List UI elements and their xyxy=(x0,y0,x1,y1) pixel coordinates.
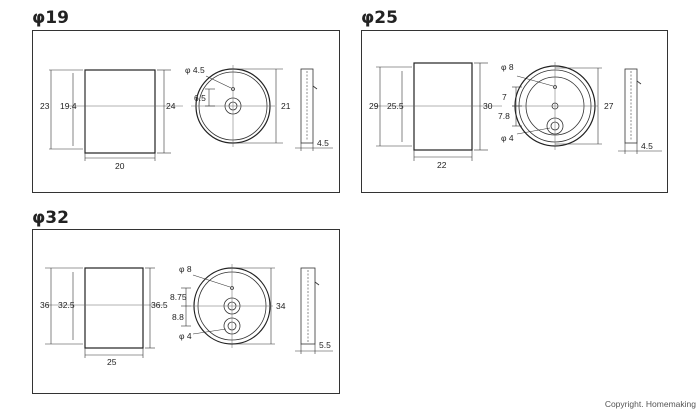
dim-outer-height: 23 xyxy=(40,101,50,111)
dim-disc-diameter: 27 xyxy=(604,101,614,111)
edge-view xyxy=(295,68,333,151)
dim-offset-a: 8.75 xyxy=(170,292,187,302)
dim-offset-b: 8.8 xyxy=(172,312,184,322)
drawing-phi19: 23 19.4 24 20 φ 4.5 6.5 21 xyxy=(40,65,333,171)
side-view xyxy=(45,267,163,358)
front-view xyxy=(191,65,283,147)
front-view xyxy=(512,62,602,150)
side-view xyxy=(49,69,183,161)
dim-hole-top: φ 8 xyxy=(501,62,514,72)
dim-length: 20 xyxy=(115,161,125,171)
panel-phi25: 29 25.5 30 22 φ 8 7 7.8 φ 4 27 xyxy=(361,30,668,193)
dim-right-height: 24 xyxy=(166,101,176,111)
dim-thickness: 4.5 xyxy=(317,138,329,148)
dim-offset-b: 7.8 xyxy=(498,111,510,121)
dim-disc-diameter: 21 xyxy=(281,101,291,111)
dim-hole-diameter: φ 4.5 xyxy=(185,65,205,75)
copyright-text: Copyright. Homemaking xyxy=(604,399,696,409)
drawing-phi32: 36 32.5 36.5 25 φ 8 8.75 8.8 φ 4 xyxy=(40,264,333,367)
dim-length: 22 xyxy=(437,160,447,170)
panel-title-phi32: φ32 xyxy=(32,208,69,228)
panel-phi32: 36 32.5 36.5 25 φ 8 8.75 8.8 φ 4 xyxy=(32,229,340,394)
front-view xyxy=(181,264,275,348)
dim-right-height: 36.5 xyxy=(151,300,168,310)
dim-hole-bottom: φ 4 xyxy=(179,331,192,341)
dim-offset-a: 7 xyxy=(502,92,507,102)
drawing-phi25: 29 25.5 30 22 φ 8 7 7.8 φ 4 27 xyxy=(369,62,662,170)
panel-title-phi19: φ19 xyxy=(32,8,69,28)
panel-phi19: 23 19.4 24 20 φ 4.5 6.5 21 xyxy=(32,30,340,193)
edge-view xyxy=(618,68,662,154)
dim-length: 25 xyxy=(107,357,117,367)
dim-right-height: 30 xyxy=(483,101,493,111)
dim-thickness: 4.5 xyxy=(641,141,653,151)
dim-hole-top: φ 8 xyxy=(179,264,192,274)
dim-inner-height: 32.5 xyxy=(58,300,75,310)
dim-inner-height: 25.5 xyxy=(387,101,404,111)
dim-hole-offset: 6.5 xyxy=(194,93,206,103)
edge-view xyxy=(295,267,333,354)
dim-hole-bottom: φ 4 xyxy=(501,133,514,143)
dim-outer-height: 36 xyxy=(40,300,50,310)
side-view xyxy=(374,62,502,161)
dim-disc-diameter: 34 xyxy=(276,301,286,311)
dim-inner-height: 19.4 xyxy=(60,101,77,111)
panel-title-phi25: φ25 xyxy=(361,8,398,28)
dim-outer-height: 29 xyxy=(369,101,379,111)
dim-thickness: 5.5 xyxy=(319,340,331,350)
